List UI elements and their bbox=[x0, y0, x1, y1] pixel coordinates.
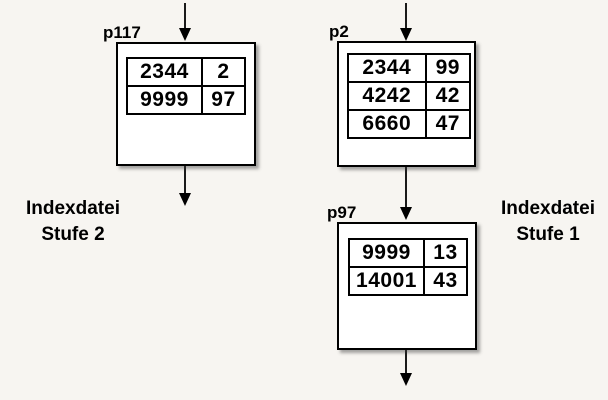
arrow-down-icon bbox=[399, 373, 412, 386]
caption-stufe-2: Indexdatei Stufe 2 bbox=[8, 196, 138, 248]
node-label-p97: p97 bbox=[327, 203, 357, 222]
arrow-shaft bbox=[404, 3, 407, 28]
arrow-out-of-p97 bbox=[399, 350, 412, 386]
arrow-down-icon bbox=[399, 207, 412, 220]
table-cell: 2344 bbox=[347, 53, 427, 83]
table-cell: 6660 bbox=[347, 109, 427, 139]
arrow-down-icon bbox=[178, 28, 191, 41]
table-cell: 9999 bbox=[348, 238, 425, 268]
arrow-shaft bbox=[404, 350, 407, 373]
table-cell: 4242 bbox=[347, 81, 427, 111]
arrow-shaft bbox=[183, 166, 186, 193]
caption-stufe-1: Indexdatei Stufe 1 bbox=[483, 196, 608, 248]
caption-line: Indexdatei bbox=[26, 198, 120, 219]
arrow-down-icon bbox=[178, 193, 191, 206]
caption-line: Stufe 2 bbox=[41, 224, 105, 245]
arrow-out-of-p117 bbox=[178, 166, 191, 206]
arrow-into-p117 bbox=[178, 3, 191, 41]
caption-line: Indexdatei bbox=[501, 198, 595, 219]
caption-line: Stufe 1 bbox=[516, 224, 580, 245]
arrow-p2-to-p97 bbox=[399, 167, 412, 220]
table-cell: 97 bbox=[200, 85, 247, 115]
table-cell: 42 bbox=[424, 81, 472, 111]
arrow-shaft bbox=[404, 167, 407, 207]
table-cell: 43 bbox=[422, 266, 469, 296]
arrow-into-p2 bbox=[399, 3, 412, 41]
node-label-p2: p2 bbox=[329, 22, 349, 41]
arrow-down-icon bbox=[399, 28, 412, 41]
arrow-shaft bbox=[183, 3, 186, 28]
table-cell: 99 bbox=[424, 53, 472, 83]
node-label-p117: p117 bbox=[103, 23, 141, 42]
table-cell: 14001 bbox=[348, 266, 425, 296]
table-cell: 2344 bbox=[126, 57, 203, 87]
table-cell: 2 bbox=[200, 57, 247, 87]
table-cell: 13 bbox=[422, 238, 469, 268]
table-cell: 47 bbox=[424, 109, 472, 139]
table-cell: 9999 bbox=[126, 85, 203, 115]
